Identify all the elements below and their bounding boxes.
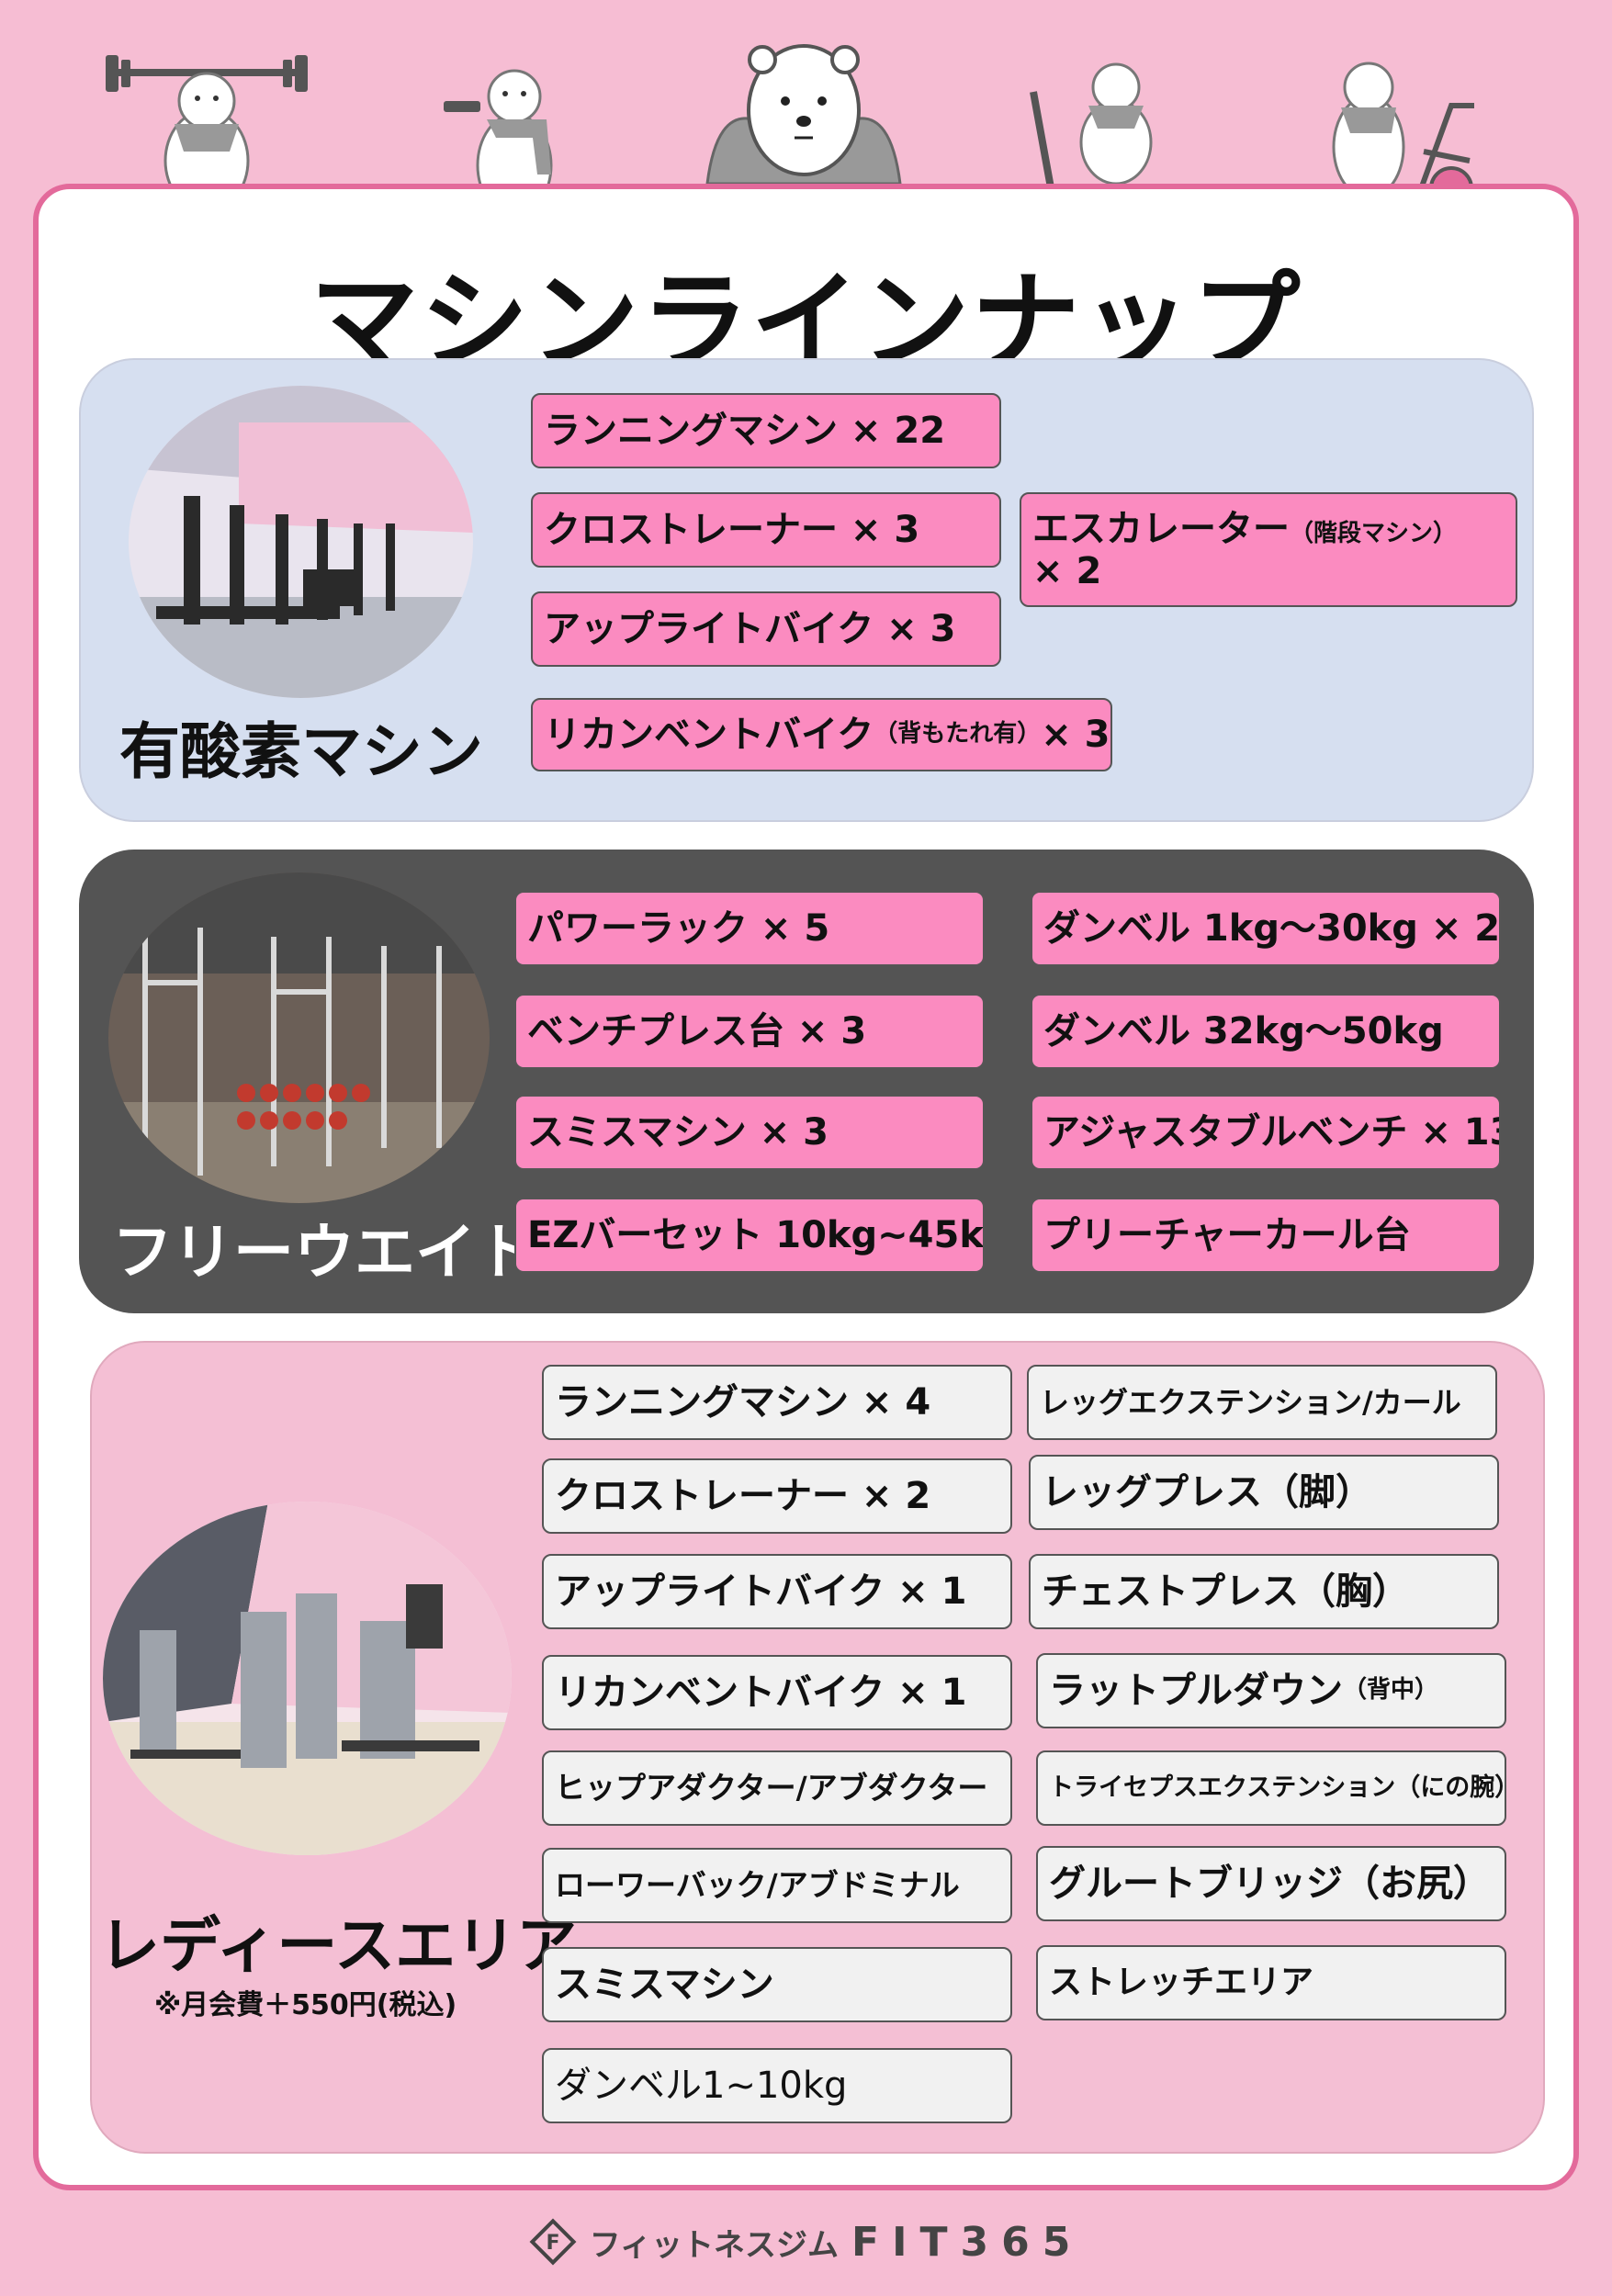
ladies-item: アップライトバイク × 1 — [542, 1554, 1012, 1629]
ladies-item: ラットプルダウン（背中） — [1036, 1653, 1506, 1728]
ladies-note: ※月会費＋550円(税込) — [154, 1989, 457, 2021]
aerobic-title: 有酸素マシン — [119, 716, 483, 787]
freeweight-item: ダンベル 32kg～50kg — [1031, 994, 1501, 1069]
aerobic-item: ランニングマシン × 22 — [531, 393, 1001, 468]
ladies-item: チェストプレス（胸） — [1029, 1554, 1499, 1629]
aerobic-item: エスカレーター（階段マシン） × 2 — [1020, 492, 1517, 607]
freeweight-item: ベンチプレス台 × 3 — [514, 994, 985, 1069]
ladies-photo — [103, 1502, 512, 1855]
aerobic-item-small: （階段マシン） — [1290, 519, 1458, 547]
aerobic-item-text: エスカレーター — [1032, 507, 1290, 550]
aerobic-item-text: リカンベントバイク — [544, 714, 874, 756]
freeweight-item: ダンベル 1kg～30kg × 2 — [1031, 891, 1501, 966]
freeweight-item: スミスマシン × 3 — [514, 1095, 985, 1170]
ladies-item-text: ラットプルダウン — [1049, 1670, 1343, 1712]
ladies-item: ランニングマシン × 4 — [542, 1365, 1012, 1440]
footer: F フィットネスジム FIT365 — [0, 2218, 1612, 2266]
aerobic-item-count: × 3 — [1041, 714, 1110, 756]
aerobic-photo — [129, 386, 473, 698]
ladies-item: リカンベントバイク × 1 — [542, 1655, 1012, 1730]
ladies-item: スミスマシン — [542, 1947, 1012, 2022]
ladies-item: レッグエクステンション/カール — [1027, 1365, 1497, 1440]
aerobic-item: アップライトバイク × 3 — [531, 591, 1001, 667]
ladies-item: トライセプスエクステンション（にの腕） — [1036, 1750, 1506, 1826]
freeweight-item: アジャスタブルベンチ × 13 — [1031, 1095, 1501, 1170]
freeweight-photo — [108, 872, 490, 1203]
freeweight-item: プリーチャーカール台 — [1031, 1198, 1501, 1273]
aerobic-item-count: × 2 — [1032, 549, 1102, 592]
ladies-item: クロストレーナー × 2 — [542, 1458, 1012, 1534]
ladies-title: レディースエリア — [99, 1910, 578, 1981]
freeweight-item: EZバーセット 10kg~45kg — [514, 1198, 985, 1273]
footer-logo-text: フィットネスジム — [589, 2226, 840, 2264]
svg-text:F: F — [546, 2232, 559, 2255]
aerobic-item: リカンベントバイク（背もたれ有）× 3 — [531, 698, 1112, 771]
ladies-item: グルートブリッジ（お尻） — [1036, 1846, 1506, 1921]
ladies-item-small: （背中） — [1343, 1676, 1439, 1705]
ladies-item: レッグプレス（脚） — [1029, 1455, 1499, 1530]
freeweight-item: パワーラック × 5 — [514, 891, 985, 966]
ladies-item: ダンベル1~10kg — [542, 2048, 1012, 2123]
aerobic-item-small: （背もたれ有） — [874, 720, 1042, 748]
ladies-item: ローワーバック/アブドミナル — [542, 1848, 1012, 1923]
ladies-item: ストレッチエリア — [1036, 1945, 1506, 2020]
bear-face-icon — [705, 44, 902, 184]
ladies-item: ヒップアダクター/アブダクター — [542, 1750, 1012, 1826]
footer-brand: FIT365 — [851, 2218, 1084, 2266]
aerobic-item: クロストレーナー × 3 — [531, 492, 1001, 568]
freeweight-title: フリーウエイト — [112, 1217, 536, 1288]
fit365-logo-icon: F — [529, 2218, 577, 2266]
